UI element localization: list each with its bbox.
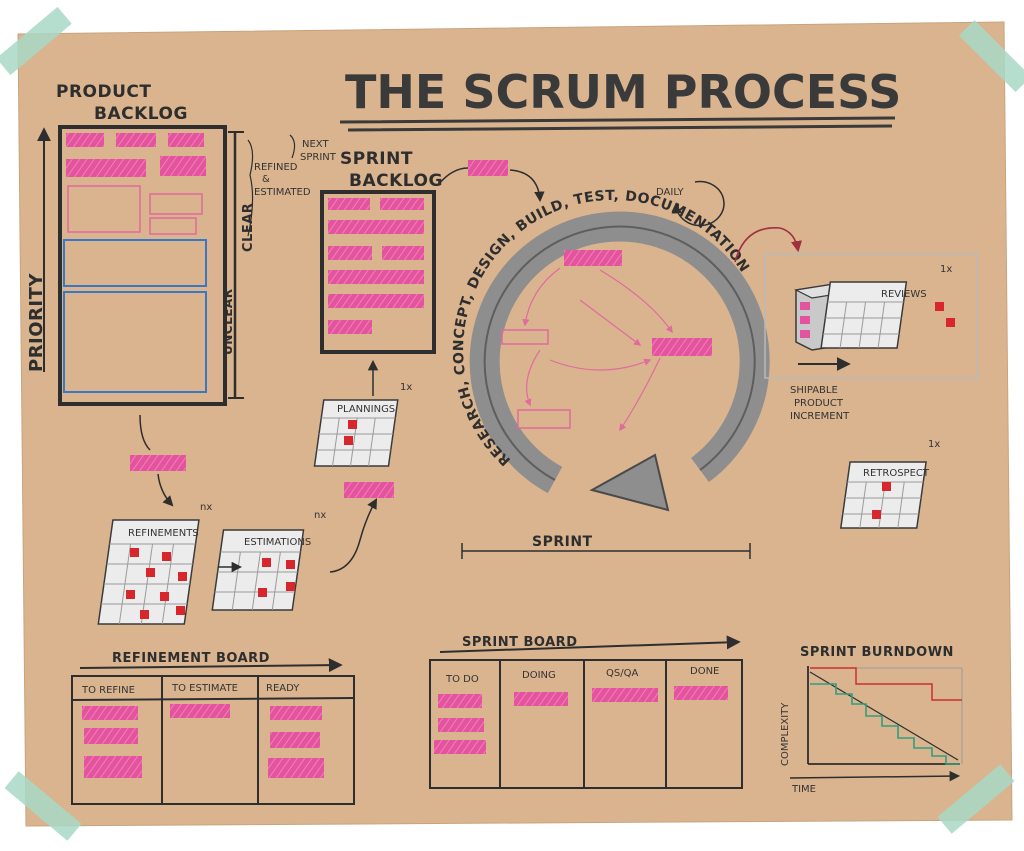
svg-text:REFINEMENTS: REFINEMENTS [128,528,199,539]
svg-text:RETROSPECT: RETROSPECT [863,468,930,479]
sprint-col-doing: DOING [522,670,556,681]
poster-title: THE SCRUM PROCESS [345,65,901,119]
svg-text:CLEAR: CLEAR [241,203,256,252]
svg-text:nx: nx [200,502,212,513]
svg-text:SHIPABLE: SHIPABLE [790,385,838,396]
next-sprint-label-2: SPRINT [300,152,337,163]
planning-entry-card [344,482,394,498]
sprint-col-done: DONE [690,666,719,677]
svg-text:1x: 1x [400,382,412,393]
svg-text:UNCLEAR: UNCLEAR [221,289,235,355]
svg-text:COMPLEXITY: COMPLEXITY [780,702,791,766]
svg-text:nx: nx [314,510,326,521]
burndown-title: SPRINT BURNDOWN [800,645,954,660]
svg-text:SPRINT: SPRINT [532,534,593,550]
refined-label-3: ESTIMATED [254,187,311,198]
sprint-backlog-title-2: BACKLOG [349,171,443,191]
refined-label-2: & [262,174,270,185]
sprint-col-qsqa: QS/QA [606,668,638,679]
svg-text:1x: 1x [940,264,952,275]
cycle-entry-card [468,160,508,176]
svg-text:PRODUCT: PRODUCT [794,398,844,409]
refinement-entry-card [130,455,186,471]
refinement-col-1: TO REFINE [81,685,135,696]
svg-text:REVIEWS: REVIEWS [881,289,927,300]
svg-text:PLANNINGS: PLANNINGS [337,404,395,415]
sprint-backlog-title-1: SPRINT [340,149,413,169]
product-backlog-title-2: BACKLOG [94,104,188,124]
refinement-col-2: TO ESTIMATE [171,683,238,694]
refinement-col-3: READY [266,683,300,694]
svg-text:ESTIMATIONS: ESTIMATIONS [244,537,311,548]
svg-text:INCREMENT: INCREMENT [790,411,850,422]
refined-label-1: REFINED [254,162,298,173]
svg-text:1x: 1x [928,439,940,450]
svg-text:PRIORITY: PRIORITY [26,273,47,372]
svg-text:DAILY: DAILY [656,187,685,198]
cycle-task-right [652,338,712,356]
product-backlog-title-1: PRODUCT [56,82,152,102]
cycle-task-top [564,250,622,266]
sprint-col-todo: TO DO [445,674,479,685]
svg-text:TIME: TIME [791,784,816,795]
refinement-board-title: REFINEMENT BOARD [112,651,270,666]
next-sprint-label-1: NEXT [302,139,329,150]
